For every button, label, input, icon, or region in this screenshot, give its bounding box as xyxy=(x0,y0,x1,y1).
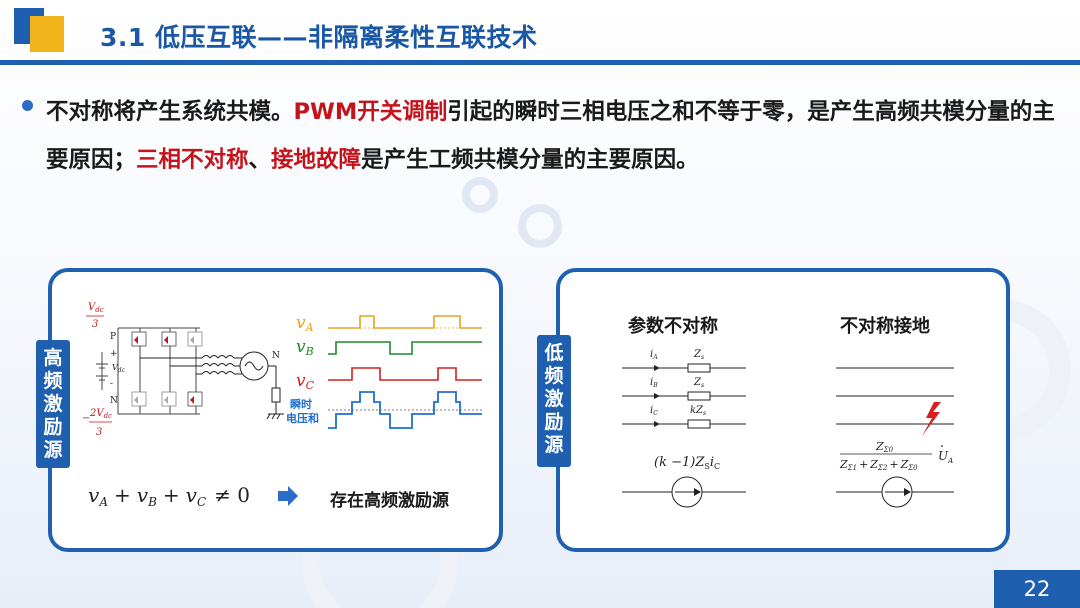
n-node-label: N xyxy=(110,396,118,406)
logo-gold-block xyxy=(30,16,64,52)
switch-leg-a xyxy=(131,328,147,414)
tab-char: 励 xyxy=(544,411,564,433)
bullet-highlight-asymmetry: 三相不对称 xyxy=(136,147,249,173)
low-frequency-source-tab: 低 频 激 励 源 xyxy=(537,335,571,467)
neutral-label: N xyxy=(272,351,280,361)
tab-char: 源 xyxy=(43,439,63,461)
svg-text:ZΣ1+ZΣ2+ZΣ0: ZΣ1+ZΣ2+ZΣ0 xyxy=(839,458,918,472)
phase-wiring xyxy=(140,355,242,375)
low-frequency-diagrams: iA Zs iB Zs iC kZs (k −1)ZSiC ZΣ0 Z xyxy=(622,349,954,508)
svg-text:UA: UA xyxy=(938,449,953,465)
dc-bus xyxy=(96,327,200,415)
svg-text:2Vdc: 2Vdc xyxy=(89,408,112,420)
wave-sum: 瞬时 电压和 xyxy=(286,391,484,429)
zero-sequence-formula: ZΣ0 ZΣ1+ZΣ2+ZΣ0 UA xyxy=(839,440,953,472)
svg-text:iA: iA xyxy=(650,349,658,361)
svg-text:Zs: Zs xyxy=(693,349,704,361)
bottom-voltage-fraction: − 2Vdc 3 xyxy=(82,408,112,438)
wave-vc: vC xyxy=(296,367,482,392)
page-number: 22 xyxy=(994,570,1080,608)
bullet-text-2: 引起的瞬时三相电压之和不等于零，是产生高频共模分量的主要原因； xyxy=(46,99,1055,173)
phase-line-b: iB Zs xyxy=(622,377,746,401)
tab-char: 低 xyxy=(544,342,564,364)
bullet-dot-icon xyxy=(22,100,33,111)
switch-leg-b xyxy=(161,328,177,414)
svg-text:Vdc: Vdc xyxy=(88,302,104,314)
slide-title: 3.1 低压互联——非隔离柔性互联技术 xyxy=(100,23,538,52)
right-arrow-icon xyxy=(278,486,298,506)
phase-line-c: iC kZs xyxy=(622,405,746,429)
bullet-highlight-ground-fault: 接地故障 xyxy=(271,147,362,173)
svg-text:电压和: 电压和 xyxy=(286,411,319,425)
tab-char: 激 xyxy=(43,393,63,415)
asymmetric-grounding-heading: 不对称接地 xyxy=(840,316,930,337)
switch-leg-c xyxy=(187,328,203,414)
svg-text:kZs: kZs xyxy=(690,405,706,417)
sum-equation: vA+vB+vC≠ 0 xyxy=(88,483,298,509)
phase-line-a: iA Zs xyxy=(622,349,746,373)
svg-text:−: − xyxy=(82,413,90,424)
top-voltage-fraction: Vdc 3 xyxy=(86,302,104,330)
plus-label: + xyxy=(110,349,118,359)
bullet-text-3: 、 xyxy=(248,147,272,173)
svg-text:3: 3 xyxy=(92,319,98,330)
tab-char: 频 xyxy=(43,370,63,392)
svg-text:Zs: Zs xyxy=(693,377,704,389)
parameter-asymmetry-heading: 参数不对称 xyxy=(628,316,718,337)
svg-text:ZΣ0: ZΣ0 xyxy=(875,440,894,454)
tab-char: 励 xyxy=(43,416,63,438)
p-node-label: P xyxy=(110,332,116,342)
wave-va: vA xyxy=(296,313,484,334)
tab-char: 激 xyxy=(544,388,564,410)
tab-char: 高 xyxy=(43,347,63,369)
high-frequency-source-tab: 高 频 激 励 源 xyxy=(36,340,70,468)
svg-text:vA: vA xyxy=(296,313,314,334)
motor-icon xyxy=(239,351,269,381)
tab-char: 源 xyxy=(544,434,564,456)
svg-text:vA+vB+vC≠ 0: vA+vB+vC≠ 0 xyxy=(88,483,250,509)
svg-text:瞬时: 瞬时 xyxy=(290,397,312,411)
vdc-label: Vdc xyxy=(112,363,126,374)
current-source-icon xyxy=(622,476,746,508)
inverter-circuit-diagram: Vdc 3 − 2Vdc 3 P N + - Vdc xyxy=(82,302,484,438)
wave-vb: vB xyxy=(296,337,482,358)
svg-text:3: 3 xyxy=(96,427,102,438)
bullet-paragraph: 不对称将产生系统共模。PWM开关调制引起的瞬时三相电压之和不等于零，是产生高频共… xyxy=(46,88,1066,184)
svg-text:vB: vB xyxy=(296,337,314,358)
tab-char: 频 xyxy=(544,365,564,387)
asymmetry-source-label: (k −1)ZSiC xyxy=(654,455,720,471)
svg-text:iB: iB xyxy=(650,377,658,389)
bullet-text-1: 不对称将产生系统共模。 xyxy=(46,99,294,125)
neutral-resistor xyxy=(266,365,284,420)
title-rule xyxy=(0,60,1080,65)
svg-text:vC: vC xyxy=(296,371,315,392)
high-frequency-note: 存在高频激励源 xyxy=(330,491,449,511)
ground-source-icon xyxy=(836,476,954,508)
grounding-lines xyxy=(836,367,954,425)
ground-fault-bolt-icon xyxy=(922,402,941,436)
minus-label: - xyxy=(110,379,113,389)
svg-text:iC: iC xyxy=(650,405,658,417)
bullet-text-4: 是产生工频共模分量的主要原因。 xyxy=(361,147,699,173)
bullet-highlight-pwm: PWM开关调制 xyxy=(293,99,448,125)
